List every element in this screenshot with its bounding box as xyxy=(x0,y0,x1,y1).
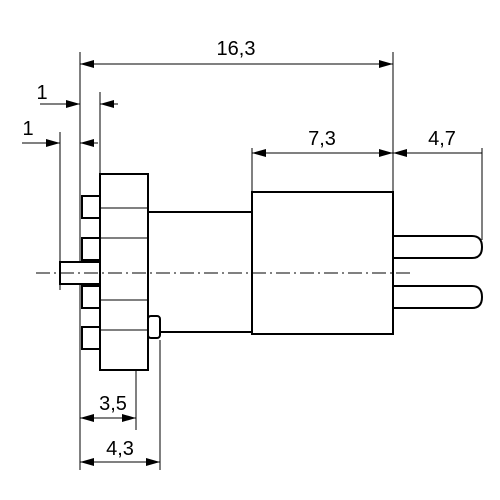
front-pin-bottom xyxy=(81,326,101,350)
dim-front-depth-long: 4,3 xyxy=(106,438,134,460)
rear-body xyxy=(251,191,394,335)
flange xyxy=(99,173,149,371)
rear-pin-lower xyxy=(392,285,484,309)
front-pin-lower xyxy=(81,285,101,309)
dim-flange-offset-left: 1 xyxy=(22,118,33,140)
dim-front-depth-short: 3,5 xyxy=(99,393,127,415)
dim-rear-body-length: 7,3 xyxy=(308,128,336,150)
dim-flange-offset-top: 1 xyxy=(36,82,47,104)
middle-body xyxy=(147,211,253,333)
front-pin-top xyxy=(81,195,101,219)
dimension-lines xyxy=(22,60,482,466)
connector-part xyxy=(59,173,484,371)
front-pin-upper xyxy=(81,237,101,261)
rear-pin-upper xyxy=(392,235,484,259)
dim-pin-length: 4,7 xyxy=(428,128,456,150)
side-pin xyxy=(147,315,161,339)
dim-overall-length: 16,3 xyxy=(217,38,256,60)
